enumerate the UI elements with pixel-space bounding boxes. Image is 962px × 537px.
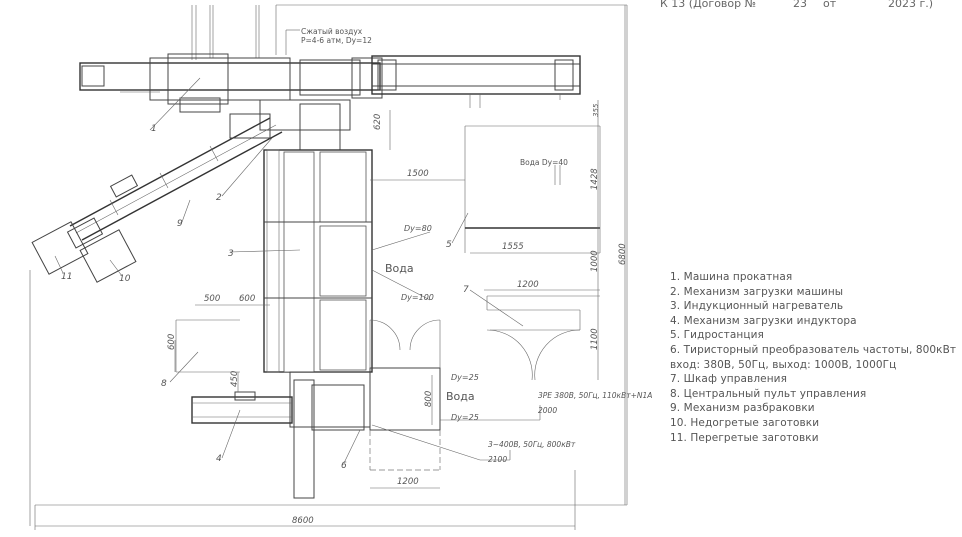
legend-item: 9. Механизм разбраковки: [670, 402, 815, 415]
legend-item: 5. Гидростанция: [670, 329, 764, 342]
legend-item: 8. Центральный пульт управления: [670, 387, 867, 400]
legend-item: 3. Индукционный нагреватель: [670, 300, 844, 313]
callout-3: 3: [228, 249, 234, 259]
power-supply-2: 3~400В, 50Гц, 800кВт: [488, 440, 576, 449]
callout-11: 11: [61, 272, 72, 282]
callout-6: 6: [341, 461, 347, 471]
callout-9: 9: [177, 219, 183, 229]
dy100-label: Dу=100: [401, 293, 434, 302]
callout-2: 2: [216, 193, 222, 203]
inclined-conveyor: [69, 113, 283, 241]
annotation-labels: Сжатый воздух P=4-6 атм, Dу=12 Вода Dу=4…: [301, 27, 652, 464]
frequency-converter: [369, 319, 441, 471]
dy25-label-a: Dу=25: [451, 373, 479, 382]
legend-item: 6. Тиристорный преобразователь частоты, …: [670, 343, 957, 356]
power-supply-1-length: 2000: [538, 406, 557, 415]
title-contract: К 13 (Договор №: [660, 0, 757, 10]
dim-800: 800: [424, 391, 434, 407]
callout-7: 7: [463, 285, 469, 295]
dim-6800: 6800: [618, 243, 628, 265]
dim-1200-bottom: 1200: [397, 477, 419, 487]
control-cabinet: [486, 295, 600, 381]
legend-item: 7. Шкаф управления: [670, 373, 788, 386]
callout-10: 10: [119, 274, 131, 284]
legend-item: 10. Недогретые заготовки: [670, 416, 820, 429]
callout-4: 4: [216, 454, 222, 464]
rolling-machine: [79, 53, 581, 151]
water-label-2: Вода: [446, 390, 475, 403]
water-dy40-label: Вода Dу=40: [520, 158, 568, 167]
dim-1500: 1500: [407, 169, 429, 179]
dim-355: 355: [592, 103, 600, 117]
callout-8: 8: [161, 379, 167, 389]
dim-600-horizontal: 600: [239, 294, 255, 304]
title-ot: от: [823, 0, 837, 10]
callout-5: 5: [446, 240, 452, 250]
power-supply-2-length: 2100: [488, 455, 507, 464]
dimension-labels: 620 355 1500 1428 1555 6800 1000 1200 11…: [167, 103, 628, 526]
legend-item: вход: 380В, 50Гц, выход: 1000В, 1000Гц: [670, 358, 897, 371]
dim-450: 450: [230, 371, 240, 387]
dim-8600: 8600: [292, 516, 314, 526]
inductor-loader: [191, 391, 293, 424]
water-label-1: Вода: [385, 262, 414, 275]
title-number: 23: [793, 0, 807, 10]
operator-console: [175, 319, 240, 373]
dim-1555: 1555: [502, 242, 524, 252]
legend-item: 4. Механизм загрузки индуктора: [670, 314, 857, 327]
legend-item: 2. Механизм загрузки машины: [670, 285, 844, 298]
power-supply-1: 3PE 380В, 50Гц, 110кВт+N1A: [538, 391, 652, 400]
hydro-station: [370, 125, 601, 253]
dim-1100: 1100: [590, 328, 600, 350]
air-params-label: P=4-6 атм, Dу=12: [301, 36, 372, 45]
induction-heater: [263, 149, 373, 499]
title-year: 2023 г.): [888, 0, 934, 10]
leader-lines: [54, 77, 524, 464]
dy25-label-b: Dу=25: [451, 413, 479, 422]
dim-1200-top: 1200: [517, 280, 539, 290]
dim-600-vertical: 600: [167, 334, 177, 350]
equipment-legend: 1. Машина прокатная 2. Механизм загрузки…: [670, 270, 960, 445]
dim-1000: 1000: [590, 250, 600, 272]
dim-1428: 1428: [590, 168, 600, 190]
callout-1: 1: [151, 124, 157, 134]
dim-620: 620: [373, 114, 383, 130]
legend-item: 11. Перегретые заготовки: [670, 431, 819, 444]
billet-bins: [31, 217, 137, 283]
legend-item: 1. Машина прокатная: [670, 271, 793, 283]
air-label: Сжатый воздух: [301, 27, 363, 36]
dimension-lines: [29, 5, 627, 530]
top-pipes: [191, 4, 628, 505]
dy80-label: Dу=80: [404, 224, 432, 233]
callout-numbers: 1 2 3 4 5 6 7 8 9 10 11: [61, 124, 469, 471]
dim-500: 500: [204, 294, 220, 304]
